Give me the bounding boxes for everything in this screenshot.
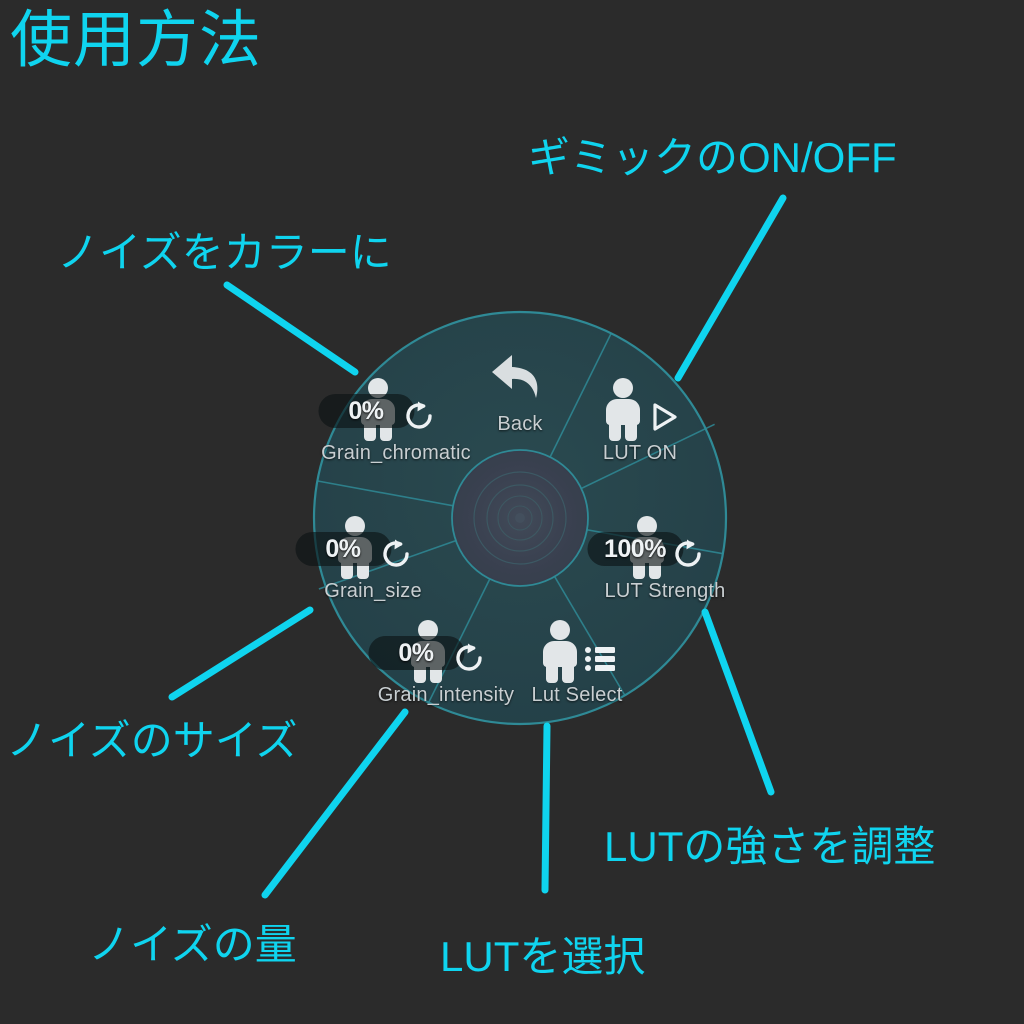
refresh-icon bbox=[455, 643, 482, 671]
menu-item-grain-intensity-label: Grain_intensity bbox=[377, 684, 515, 706]
grain-chromatic-glyph-row: 0% bbox=[291, 366, 501, 441]
grain-size-value: 0% bbox=[325, 534, 361, 563]
menu-item-lut-select[interactable]: Lut Select bbox=[472, 608, 682, 707]
person-icon: 0% bbox=[367, 620, 464, 683]
hub-center-dot bbox=[515, 513, 525, 523]
menu-item-grain-chromatic-label: Grain_chromatic bbox=[321, 442, 471, 464]
menu-item-lut-on[interactable]: LUT ON bbox=[535, 366, 745, 465]
hub-ring-1 bbox=[473, 471, 567, 565]
grain-intensity-value: 0% bbox=[398, 638, 434, 667]
value-badge: 0% bbox=[294, 532, 391, 566]
value-badge: 100% bbox=[586, 532, 683, 566]
play-icon bbox=[652, 403, 677, 431]
lut-strength-value: 100% bbox=[603, 534, 666, 563]
menu-item-lut-on-label: LUT ON bbox=[602, 442, 678, 464]
page-title: 使用方法 bbox=[10, 6, 263, 75]
menu-item-back-label: Back bbox=[497, 413, 543, 435]
person-icon bbox=[601, 378, 645, 441]
annotation-noise-size: ノイズのサイズ bbox=[6, 717, 298, 764]
back-arrow-icon bbox=[492, 355, 538, 398]
person-icon: 0% bbox=[317, 378, 414, 441]
lut-strength-glyph-row: 100% bbox=[560, 504, 770, 579]
menu-item-lut-strength-label: LUT Strength bbox=[604, 580, 726, 602]
leader-line-gimmick-onoff bbox=[674, 194, 787, 382]
annotation-noise-amount: ノイズの量 bbox=[88, 921, 297, 968]
annotation-noise-color: ノイズをカラーに bbox=[57, 229, 392, 276]
menu-item-grain-intensity[interactable]: 0% Grain_intensity bbox=[341, 608, 551, 707]
menu-item-lut-strength[interactable]: 100% LUT Strength bbox=[560, 504, 770, 603]
list-icon bbox=[584, 647, 615, 671]
grain-chromatic-value: 0% bbox=[348, 396, 384, 425]
refresh-icon bbox=[405, 401, 432, 429]
refresh-icon bbox=[674, 539, 701, 567]
leader-line-noise-color bbox=[223, 281, 359, 376]
lut-select-glyph-row bbox=[472, 608, 682, 683]
annotation-gimmick-onoff: ギミックのON/OFF bbox=[528, 134, 897, 181]
hub-ring-2 bbox=[486, 484, 554, 552]
leader-line-noise-amount bbox=[261, 708, 409, 899]
grain-intensity-glyph-row: 0% bbox=[341, 608, 551, 683]
menu-item-grain-size[interactable]: 0% Grain_size bbox=[268, 504, 478, 603]
annotation-lut-strength: LUTの強さを調整 bbox=[604, 823, 936, 870]
value-badge: 0% bbox=[367, 636, 464, 670]
menu-item-back[interactable]: Back bbox=[415, 333, 625, 436]
hub-ring-4 bbox=[507, 505, 533, 531]
refresh-icon bbox=[382, 539, 409, 567]
person-icon: 100% bbox=[586, 516, 683, 579]
annotation-lut-select: LUTを選択 bbox=[440, 933, 646, 980]
menu-item-grain-size-label: Grain_size bbox=[324, 580, 422, 602]
back-glyph-row bbox=[415, 333, 625, 407]
menu-item-lut-select-label: Lut Select bbox=[531, 684, 623, 706]
person-icon: 0% bbox=[294, 516, 391, 579]
hub-ring-3 bbox=[497, 495, 543, 541]
grain-size-glyph-row: 0% bbox=[268, 504, 478, 579]
leader-line-lut-select bbox=[541, 722, 551, 894]
leader-line-noise-size bbox=[168, 606, 314, 701]
menu-item-grain-chromatic[interactable]: 0% Grain_chromatic bbox=[291, 366, 501, 465]
person-icon bbox=[538, 620, 582, 683]
annotation-leader-lines bbox=[168, 194, 787, 899]
value-badge: 0% bbox=[317, 394, 414, 428]
leader-line-lut-strength bbox=[701, 608, 775, 796]
lut-on-glyph-row bbox=[535, 366, 745, 441]
